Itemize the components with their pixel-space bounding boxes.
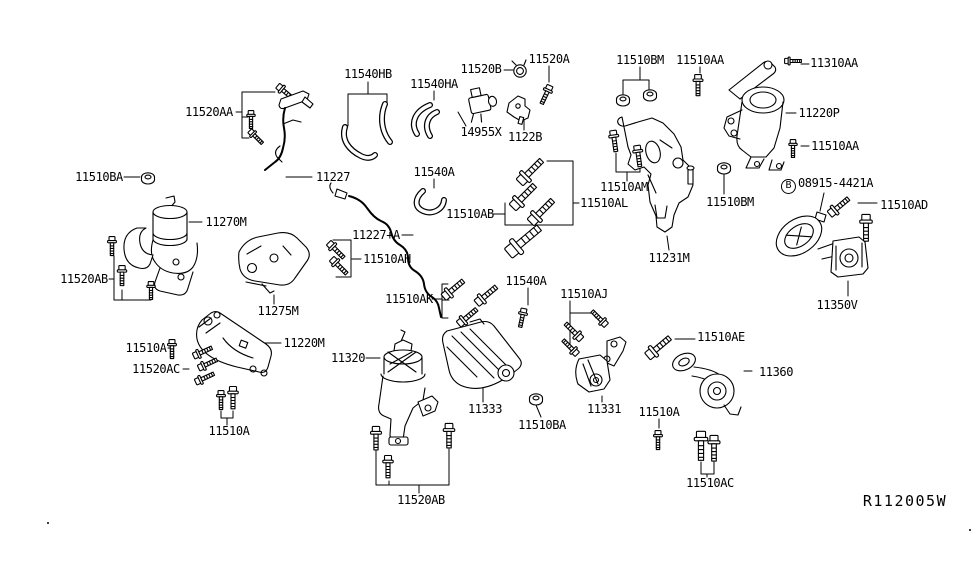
part-11540ha-hose [414,105,437,136]
bolt-icon [442,422,456,449]
bolt-icon [707,434,721,462]
bolt-icon [116,265,128,287]
part-11510ad-bolts [825,193,873,242]
part-11360-drawing [670,350,741,415]
bolt-11510aa-mid-icon [788,139,798,158]
part-11510ac-bolts [693,430,721,462]
part-14955x-valve [465,85,500,124]
part-11331-drawing [576,337,626,392]
bolt-icon [524,194,559,229]
part-11231m-drawing [618,117,694,232]
bolt-icon [193,368,217,387]
part-11227-drawing [265,91,313,170]
bolt-icon [588,307,611,330]
bolt-11520a-icon [536,83,555,107]
part-11510ab-al-bolts [501,154,559,262]
part-11540hb-hoses [344,104,390,158]
nut-icon [642,89,658,102]
bolt-icon [472,281,501,309]
nut-11510ba-icon [140,172,156,185]
part-11510aj-bolts [559,307,611,359]
part-11270m-drawing [124,196,198,295]
part-11275m-drawing [239,233,310,293]
bolt-icon [146,281,156,300]
bolt-icon [246,127,266,147]
bolt-icon [107,236,117,256]
part-11540a-top-hose [417,191,444,212]
part-11227a-cable [330,183,441,317]
part-1122b-bracket [507,96,530,124]
bolt-11510a-left-icon [167,339,177,359]
bolt-11510a-right-icon [653,430,663,450]
part-11510a-bottom-bolts [216,385,239,410]
bolt-icon [439,275,468,303]
part-11320-drawing [379,330,438,445]
stray-dot [47,522,49,524]
bolt-11310aa-icon [784,56,802,66]
part-11350v-drawing [769,208,868,277]
bolt-icon [369,425,383,451]
leader-lines [109,64,877,493]
part-11220p-drawing [724,61,784,170]
part-11510ak-bolts [439,275,501,330]
part-11520b-clamp [512,60,526,77]
part-11520ab-bottom-bolts [369,422,456,479]
bolt-icon [607,129,622,153]
stray-dot [969,529,971,531]
bolt-11510aa-top-icon [692,74,704,97]
nut-11510bm-mid-icon [716,162,732,175]
bolt-icon [501,219,547,262]
bolt-icon [327,254,351,278]
bolt-icon [513,154,548,189]
bolt-11510ae-icon [642,331,675,363]
bolt-icon [227,385,239,410]
bolt-icon [382,454,394,479]
part-11333-drawing [443,319,522,388]
bolt-icon [825,193,853,220]
part-11510ah-bolts [324,238,351,278]
part-11220m-drawing [197,312,272,377]
bolt-icon [216,390,226,410]
nut-icon [615,94,631,107]
bolt-11540a-mid-icon [515,307,529,329]
bolt-icon [246,110,256,129]
bolt-icon [693,430,709,462]
nut-11510ba-bottom-icon [528,393,544,406]
bolt-icon [859,213,873,242]
